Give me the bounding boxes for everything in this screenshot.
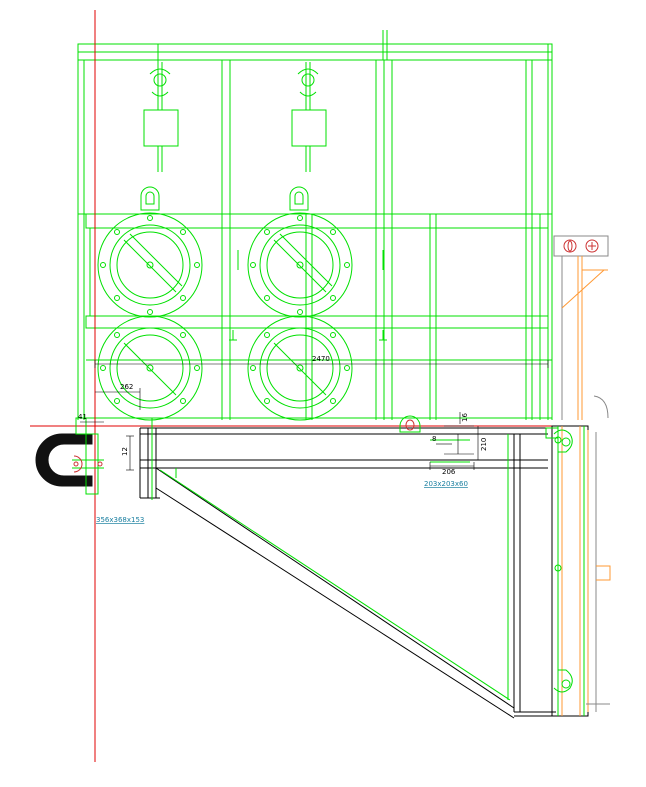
marker-icon — [554, 436, 562, 572]
dim-small-a: 12 — [121, 447, 129, 456]
dim-left-offset: 262 — [120, 383, 133, 391]
flange-icon — [97, 212, 203, 318]
clamp-icon — [553, 669, 573, 693]
lifting-eye-icon — [289, 186, 309, 211]
lifting-eye-icon — [399, 415, 421, 433]
clamp-icon — [545, 427, 573, 453]
left-column-section — [35, 417, 104, 495]
dim-beam-height-alt: 16 — [461, 413, 469, 422]
support-structure-green — [151, 418, 511, 701]
dim-web-thickness: 8 — [432, 435, 436, 443]
flange-icon — [247, 315, 353, 421]
right-bracket — [553, 235, 609, 420]
lifting-eye-icon — [140, 186, 160, 211]
dim-flange-width: 206 — [442, 468, 456, 476]
left-column-section-label: 356x368x153 — [96, 516, 144, 524]
flange-icon — [97, 315, 203, 421]
dim-small-b: 41 — [78, 413, 87, 421]
dimension-lines — [80, 360, 549, 471]
flange-icon — [247, 212, 353, 318]
marker-icon — [229, 250, 387, 341]
support-structure — [139, 427, 556, 719]
hook-icon — [143, 62, 179, 172]
hook-icon — [291, 62, 327, 172]
right-beam-section-label: 203x203x60 — [424, 480, 468, 488]
dim-overall-width: 2470 — [312, 355, 330, 363]
upper-frame — [77, 30, 553, 420]
dim-beam-depth: 210 — [480, 438, 488, 451]
